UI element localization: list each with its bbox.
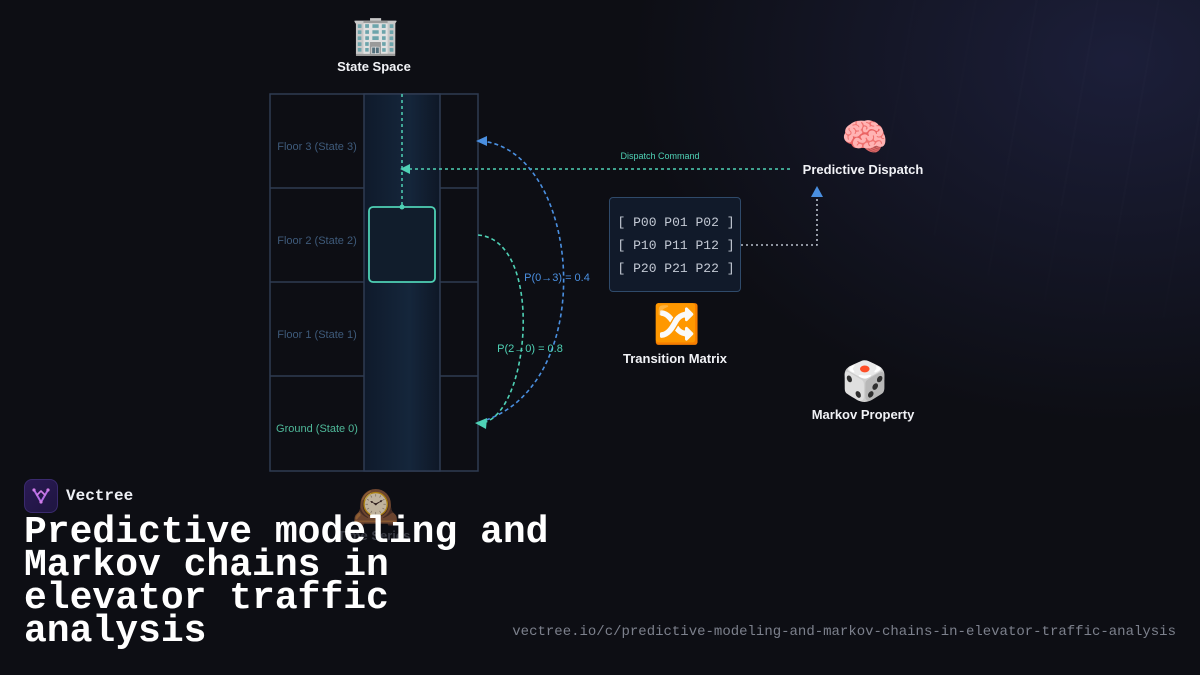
transition-label-0-to-3: P(0→3) = 0.4 (524, 272, 590, 284)
transition-label-2-to-0: P(2→0) = 0.8 (497, 343, 563, 355)
die-icon: 🎲 (841, 359, 889, 403)
dispatch-command-label: Dispatch Command (620, 151, 700, 161)
brand[interactable]: Vectree (24, 479, 133, 513)
page-title: Predictive modeling and Markov chains in… (24, 511, 549, 653)
page-url[interactable]: vectree.io/c/predictive-modeling-and-mar… (512, 624, 1176, 640)
cable-anchor (399, 204, 405, 210)
shuffle-icon: 🔀 (653, 302, 701, 346)
transition-curve-2-to-0 (477, 234, 524, 424)
matrix-row-0: [ P00 P01 P02 ] (617, 215, 735, 230)
mantelpiece-clock-icon: 🕰️ (352, 484, 400, 528)
ground-floor-label: Ground (State 0) (276, 423, 358, 435)
matrix-row-1: [ P10 P11 P12 ] (617, 238, 735, 253)
matrix-to-dispatch-arrowhead (811, 186, 823, 197)
transition-matrix-box: [ P00 P01 P02 ] [ P10 P11 P12 ] [ P20 P2… (609, 197, 741, 292)
transition-matrix-label: Transition Matrix (622, 351, 728, 366)
predictive-dispatch-label: Predictive Dispatch (802, 162, 924, 177)
office-building-icon: 🏢 (352, 13, 400, 57)
brand-name: Vectree (66, 487, 134, 505)
state-space-label: State Space (337, 59, 411, 74)
matrix-to-dispatch-connector (741, 193, 818, 246)
transition-arrowhead-0-to-3 (476, 136, 487, 146)
markov-property-label: Markov Property (811, 407, 915, 422)
matrix-row-2: [ P20 P21 P22 ] (617, 261, 735, 276)
elevator-car[interactable] (368, 206, 436, 283)
transition-arrowhead-2-to-0 (475, 418, 487, 429)
floor-1-label: Floor 1 (State 1) (277, 329, 357, 341)
floor-2-label: Floor 2 (State 2) (277, 235, 357, 247)
vectree-logo-icon (24, 479, 58, 513)
floor-3-label: Floor 3 (State 3) (277, 141, 357, 153)
brain-icon: 🧠 (841, 115, 889, 159)
time-series-label: Time Series (337, 528, 411, 543)
